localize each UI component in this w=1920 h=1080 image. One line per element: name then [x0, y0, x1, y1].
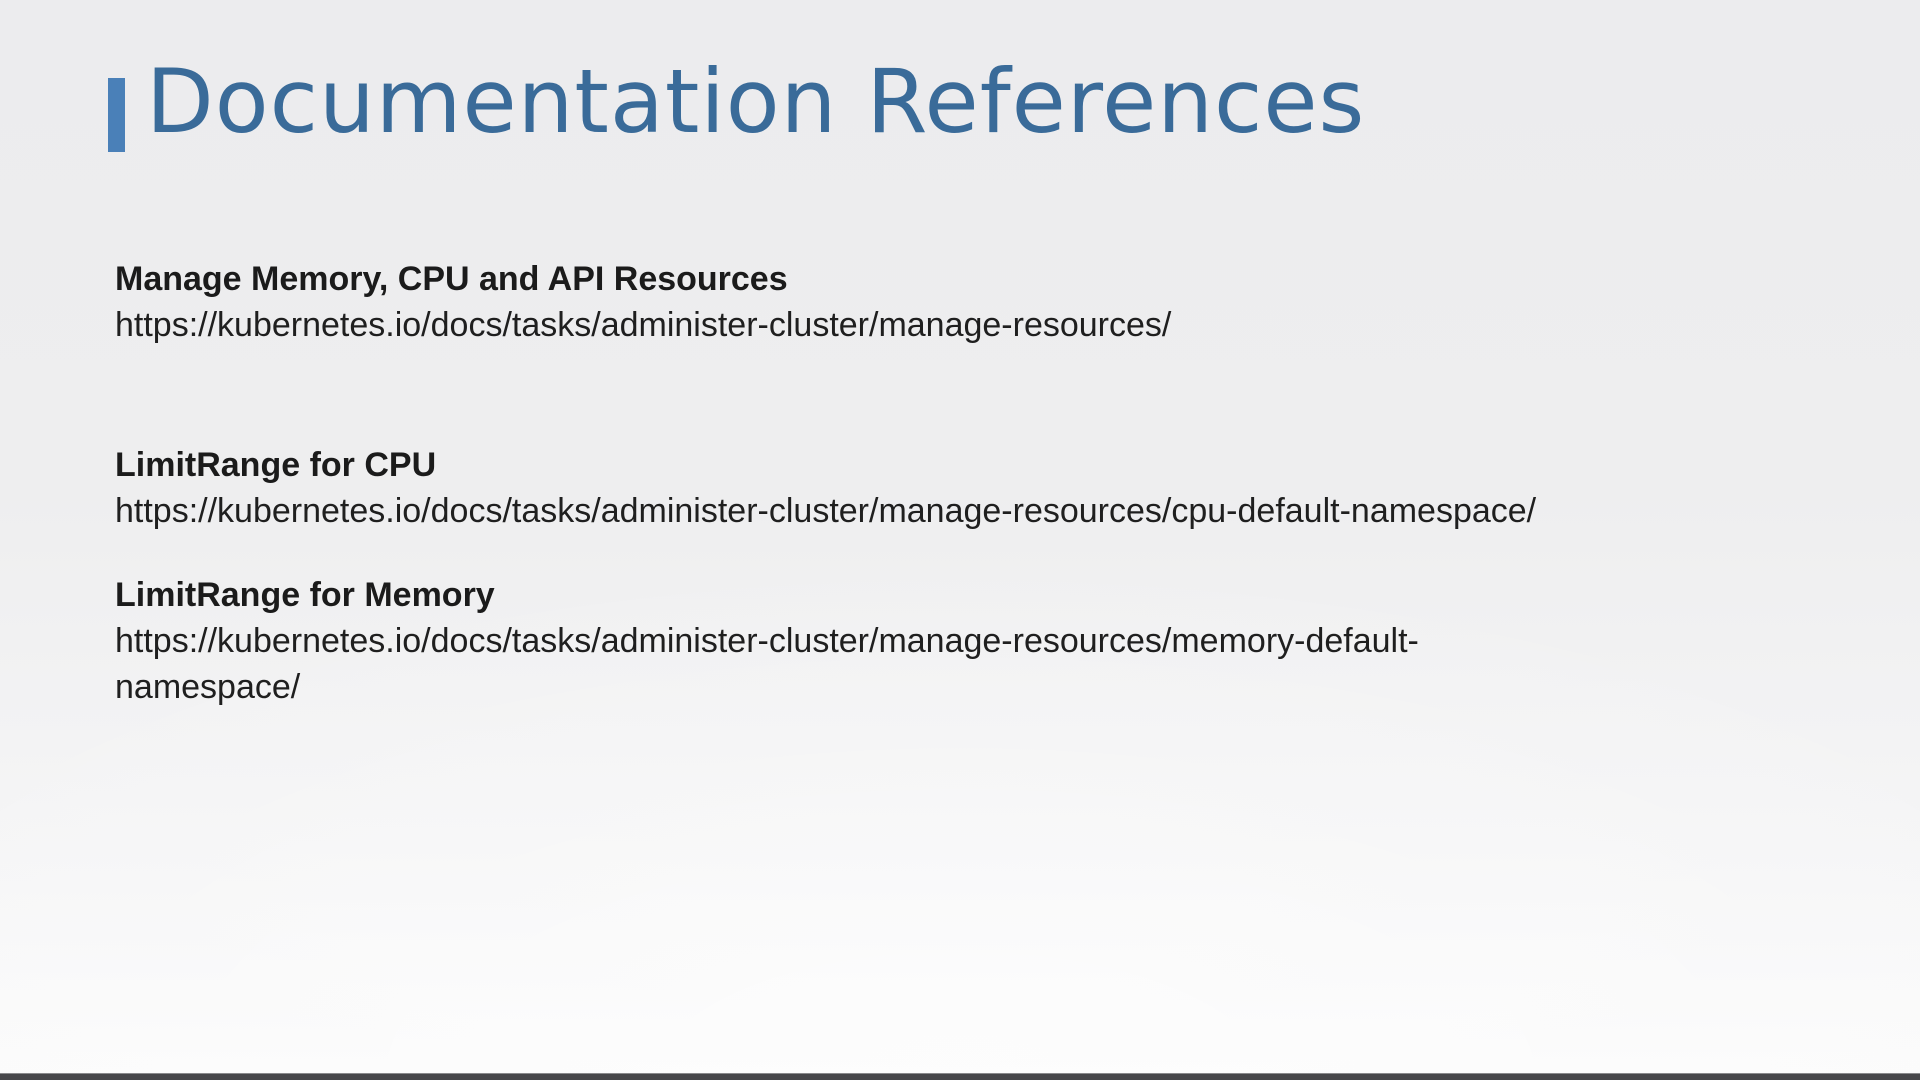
slide-title: Documentation References — [146, 50, 1366, 153]
reference-title: LimitRange for Memory — [115, 576, 495, 614]
reference-item: LimitRange for Memory https://kubernetes… — [115, 572, 1775, 710]
references-list: Manage Memory, CPU and API Resources htt… — [115, 256, 1775, 710]
bottom-bar — [0, 1073, 1920, 1080]
title-accent-bar — [108, 78, 125, 152]
reference-url: https://kubernetes.io/docs/tasks/adminis… — [115, 492, 1537, 530]
reference-item: LimitRange for CPU https://kubernetes.io… — [115, 442, 1775, 534]
reference-url: https://kubernetes.io/docs/tasks/adminis… — [115, 622, 1419, 660]
reference-title: LimitRange for CPU — [115, 446, 437, 484]
reference-url-wrap-line: namespace/ — [115, 668, 301, 706]
reference-title: Manage Memory, CPU and API Resources — [115, 260, 788, 298]
reference-url: https://kubernetes.io/docs/tasks/adminis… — [115, 306, 1172, 344]
reference-item: Manage Memory, CPU and API Resources htt… — [115, 256, 1775, 348]
